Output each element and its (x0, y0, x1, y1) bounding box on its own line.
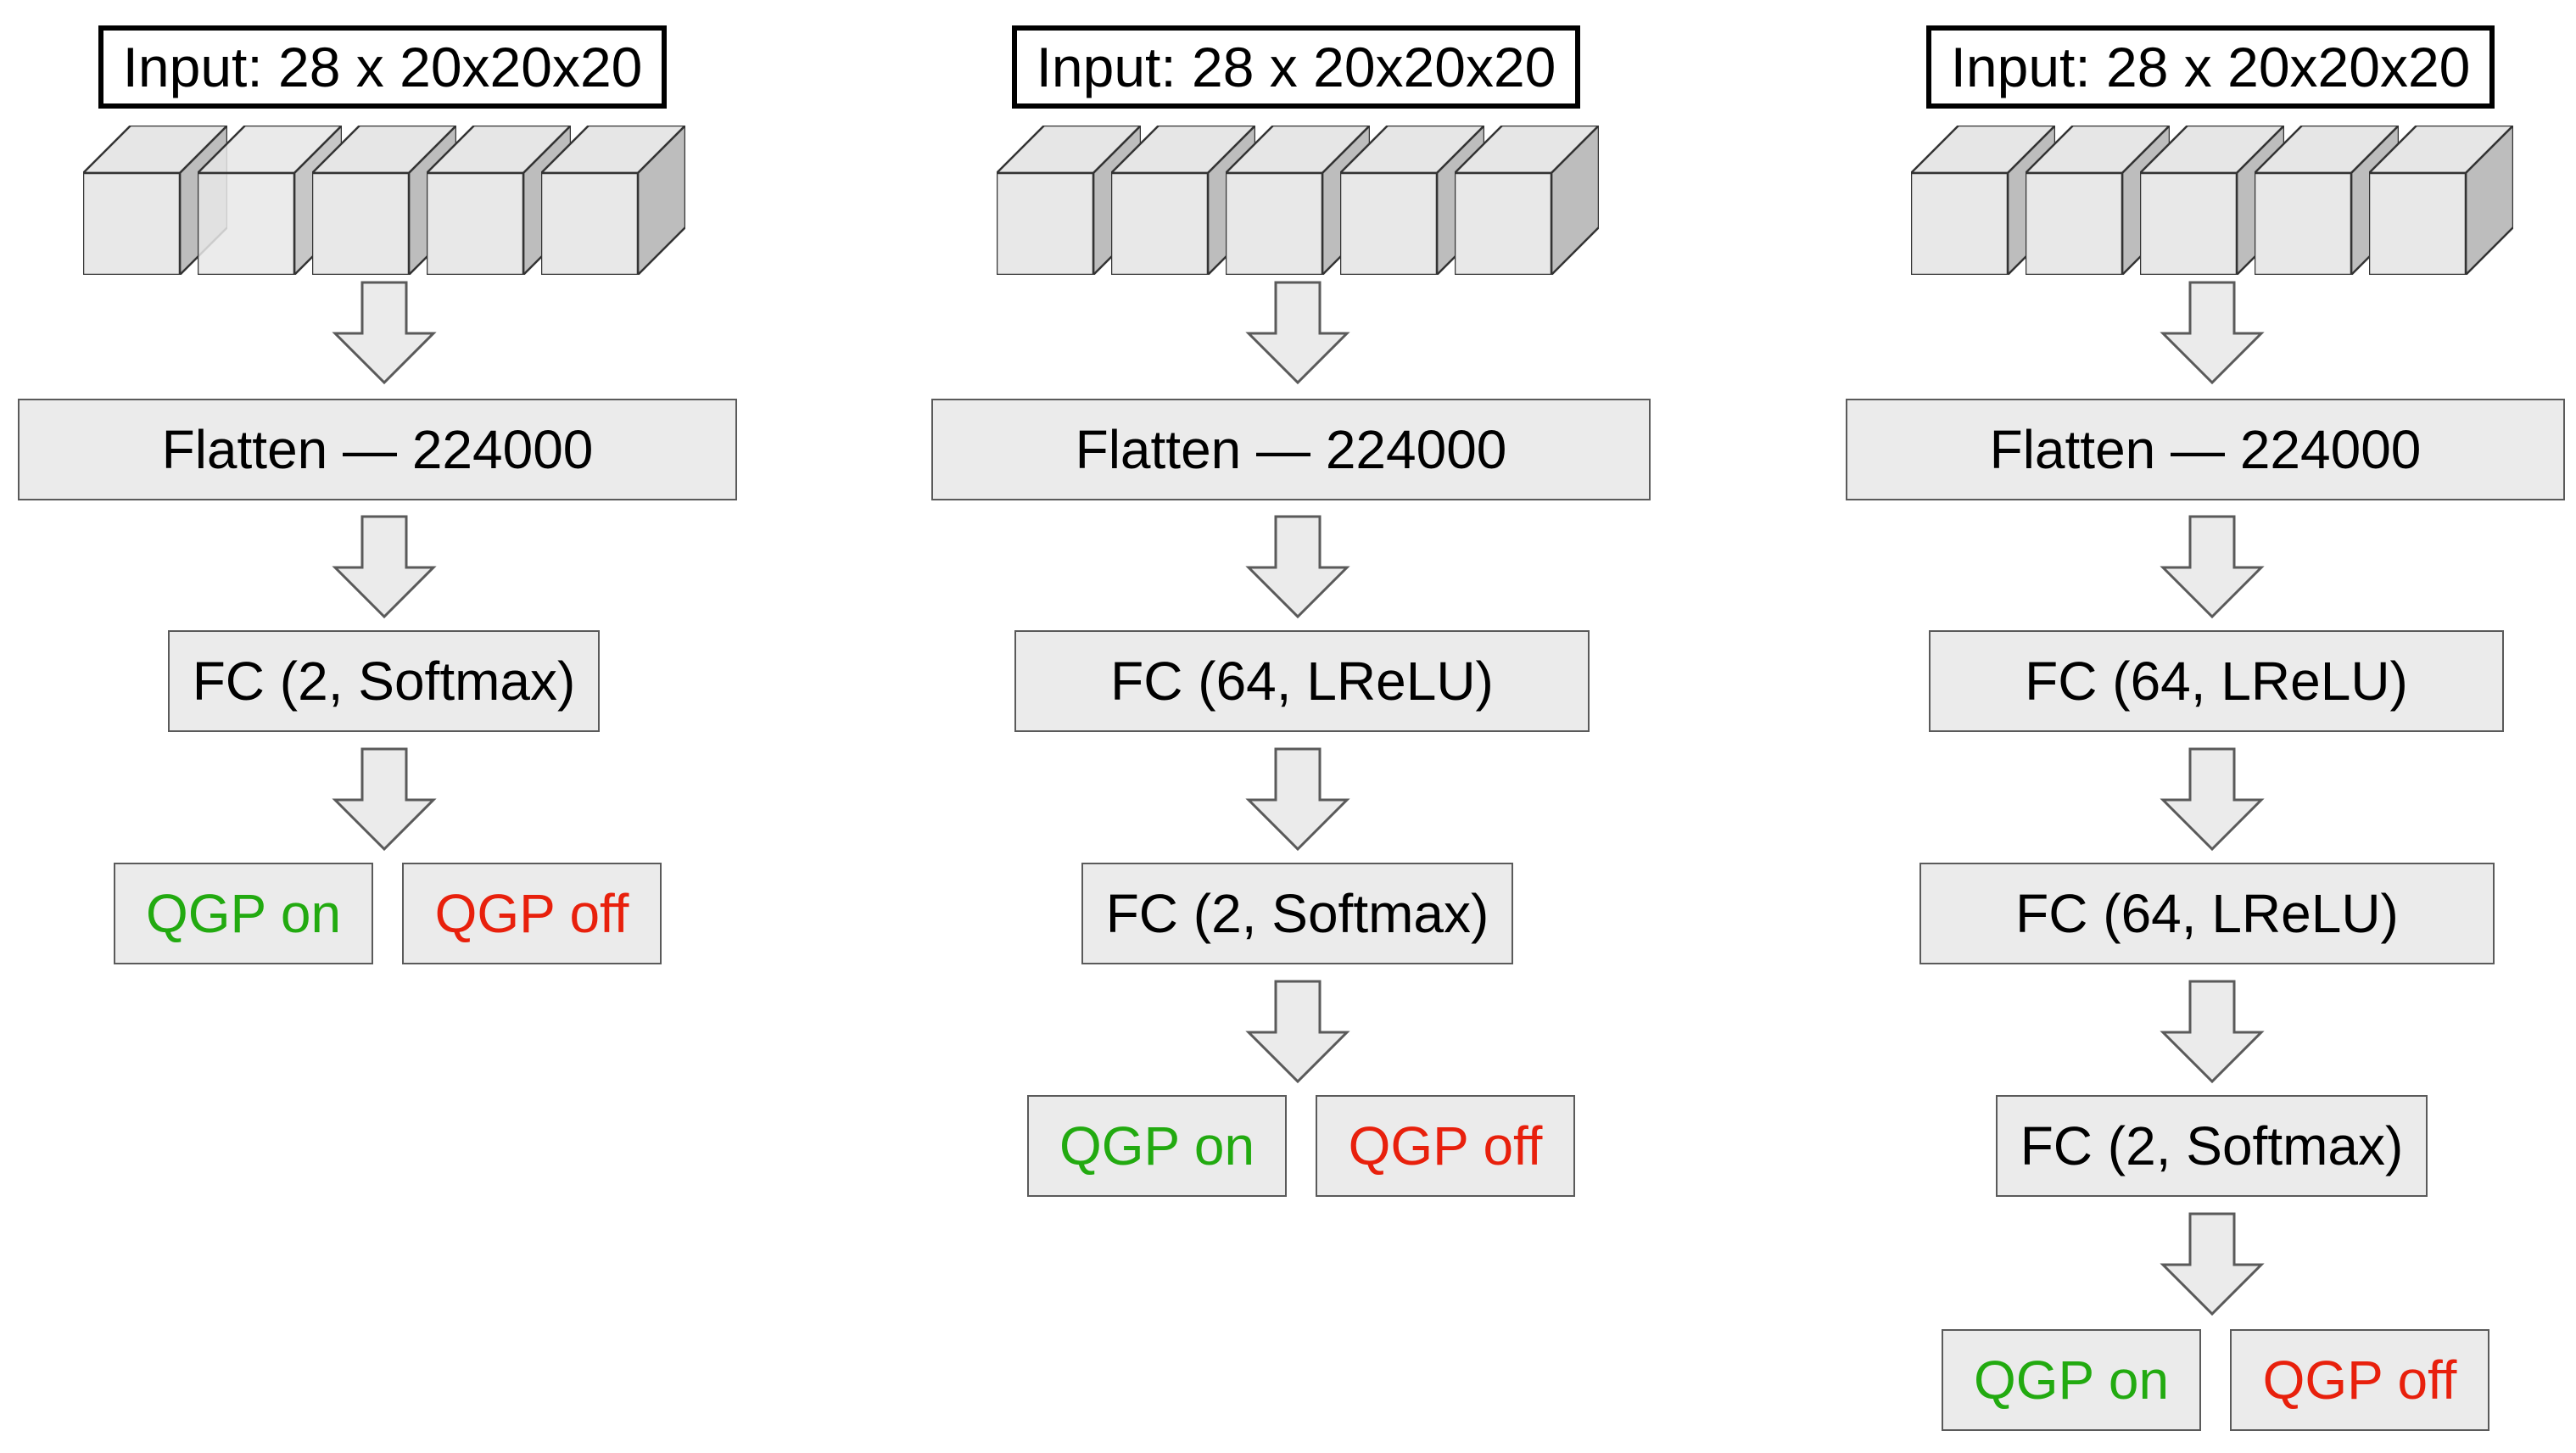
flatten-label: Flatten — 224000 (1075, 419, 1507, 480)
output-qgp-on: QGP on (114, 863, 373, 964)
network-diagram-1: Input: 28 x 20x20x20 Flatten — 224000 FC… (15, 0, 779, 1453)
output-qgp-on: QGP on (1027, 1095, 1287, 1197)
fc-layer: FC (2, Softmax) (1996, 1095, 2428, 1197)
down-arrow-icon (2160, 747, 2265, 852)
input-cubes-icon (1911, 126, 2513, 275)
input-box: Input: 28 x 20x20x20 (1012, 25, 1580, 109)
qgp-on-label: QGP on (145, 883, 342, 944)
input-cubes-icon (83, 126, 685, 275)
down-arrow-icon (1245, 747, 1350, 852)
flatten-layer: Flatten — 224000 (931, 399, 1651, 500)
down-arrow-icon (2160, 980, 2265, 1085)
input-cubes-icon (997, 126, 1599, 275)
fc-layer: FC (64, LReLU) (1014, 630, 1590, 732)
fc-layer-label: FC (2, Softmax) (192, 651, 576, 712)
qgp-on-label: QGP on (1973, 1350, 2170, 1411)
down-arrow-icon (332, 515, 437, 620)
network-diagram-2: Input: 28 x 20x20x20 Flatten — 224000 FC… (929, 0, 1692, 1453)
input-label: Input: 28 x 20x20x20 (1950, 36, 2471, 98)
network-diagram-3: Input: 28 x 20x20x20 Flatten — 224000 FC… (1843, 0, 2576, 1453)
output-qgp-on: QGP on (1942, 1329, 2201, 1431)
fc-layer: FC (64, LReLU) (1929, 630, 2504, 732)
flatten-label: Flatten — 224000 (161, 419, 594, 480)
flatten-layer: Flatten — 224000 (1846, 399, 2565, 500)
down-arrow-icon (332, 747, 437, 852)
down-arrow-icon (1245, 281, 1350, 386)
fc-layer: FC (64, LReLU) (1919, 863, 2495, 964)
output-qgp-off: QGP off (2230, 1329, 2489, 1431)
fc-layer: FC (2, Softmax) (168, 630, 600, 732)
down-arrow-icon (1245, 515, 1350, 620)
qgp-off-label: QGP off (2262, 1350, 2457, 1411)
down-arrow-icon (1245, 980, 1350, 1085)
down-arrow-icon (332, 281, 437, 386)
fc-layer-label: FC (64, LReLU) (1110, 651, 1494, 712)
down-arrow-icon (2160, 281, 2265, 386)
flatten-layer: Flatten — 224000 (18, 399, 737, 500)
qgp-off-label: QGP off (1348, 1115, 1543, 1176)
fc-layer-label: FC (2, Softmax) (1105, 883, 1489, 944)
flatten-label: Flatten — 224000 (1989, 419, 2422, 480)
input-box: Input: 28 x 20x20x20 (98, 25, 667, 109)
input-label: Input: 28 x 20x20x20 (122, 36, 643, 98)
output-qgp-off: QGP off (402, 863, 662, 964)
down-arrow-icon (2160, 1212, 2265, 1317)
output-qgp-off: QGP off (1316, 1095, 1575, 1197)
fc-layer: FC (2, Softmax) (1081, 863, 1513, 964)
qgp-off-label: QGP off (434, 883, 629, 944)
qgp-on-label: QGP on (1059, 1115, 1255, 1176)
fc-layer-label: FC (64, LReLU) (2015, 883, 2399, 944)
input-box: Input: 28 x 20x20x20 (1926, 25, 2495, 109)
fc-layer-label: FC (2, Softmax) (2020, 1115, 2404, 1176)
fc-layer-label: FC (64, LReLU) (2025, 651, 2408, 712)
input-label: Input: 28 x 20x20x20 (1036, 36, 1556, 98)
down-arrow-icon (2160, 515, 2265, 620)
